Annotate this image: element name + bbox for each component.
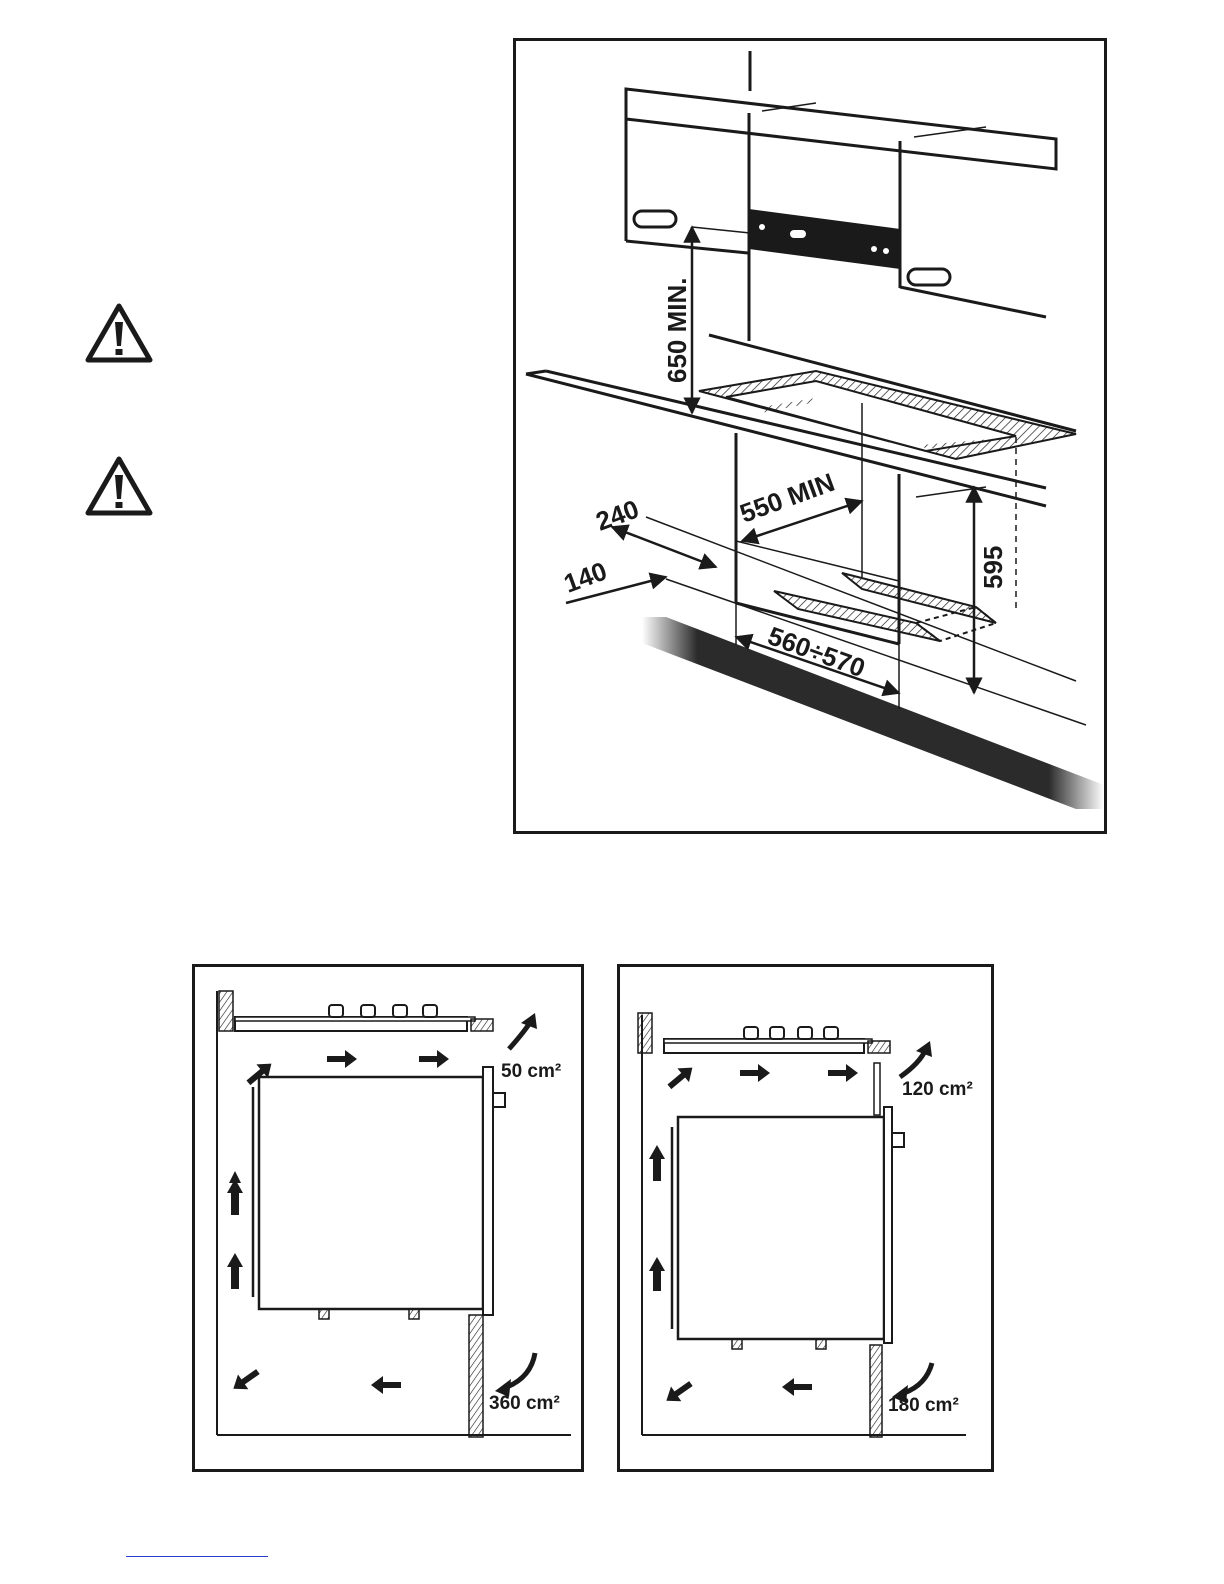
dimension-550-label: 550 MIN (736, 467, 839, 529)
dimension-240-label: 240 (592, 494, 643, 537)
bottom-opening-label: 360 cm² (489, 1393, 560, 1414)
installation-dimensions-diagram: 650 MIN. 550 MIN 240 140 595 560÷570 (513, 38, 1107, 834)
top-opening-label: 50 cm² (501, 1061, 561, 1082)
oven-rails (774, 573, 996, 641)
bottom-opening-label: 180 cm² (888, 1395, 959, 1416)
top-opening-label: 120 cm² (902, 1079, 973, 1100)
ventilation-diagram-left: 50 cm² 360 cm² (192, 964, 584, 1472)
plinth (469, 1315, 483, 1437)
wall-block (638, 1013, 652, 1053)
floor (642, 617, 1104, 809)
dimension-650-label: 650 MIN. (662, 278, 692, 384)
warning-triangle-icon (84, 455, 154, 517)
ventilation-diagram-right: 120 cm² 180 cm² (617, 964, 994, 1472)
footer-link-underline (126, 1556, 268, 1557)
intake-arrow-icon (904, 1363, 932, 1393)
dimension-595-label: 595 (978, 546, 1008, 589)
wall-block (219, 991, 233, 1031)
warning-triangle-icon (84, 302, 154, 364)
hob (235, 1005, 493, 1031)
vent-panel (874, 1063, 880, 1115)
oven (672, 1107, 904, 1349)
hob (664, 1027, 890, 1053)
plinth (870, 1345, 882, 1437)
oven (253, 1067, 505, 1319)
intake-arrow-icon (507, 1353, 535, 1387)
